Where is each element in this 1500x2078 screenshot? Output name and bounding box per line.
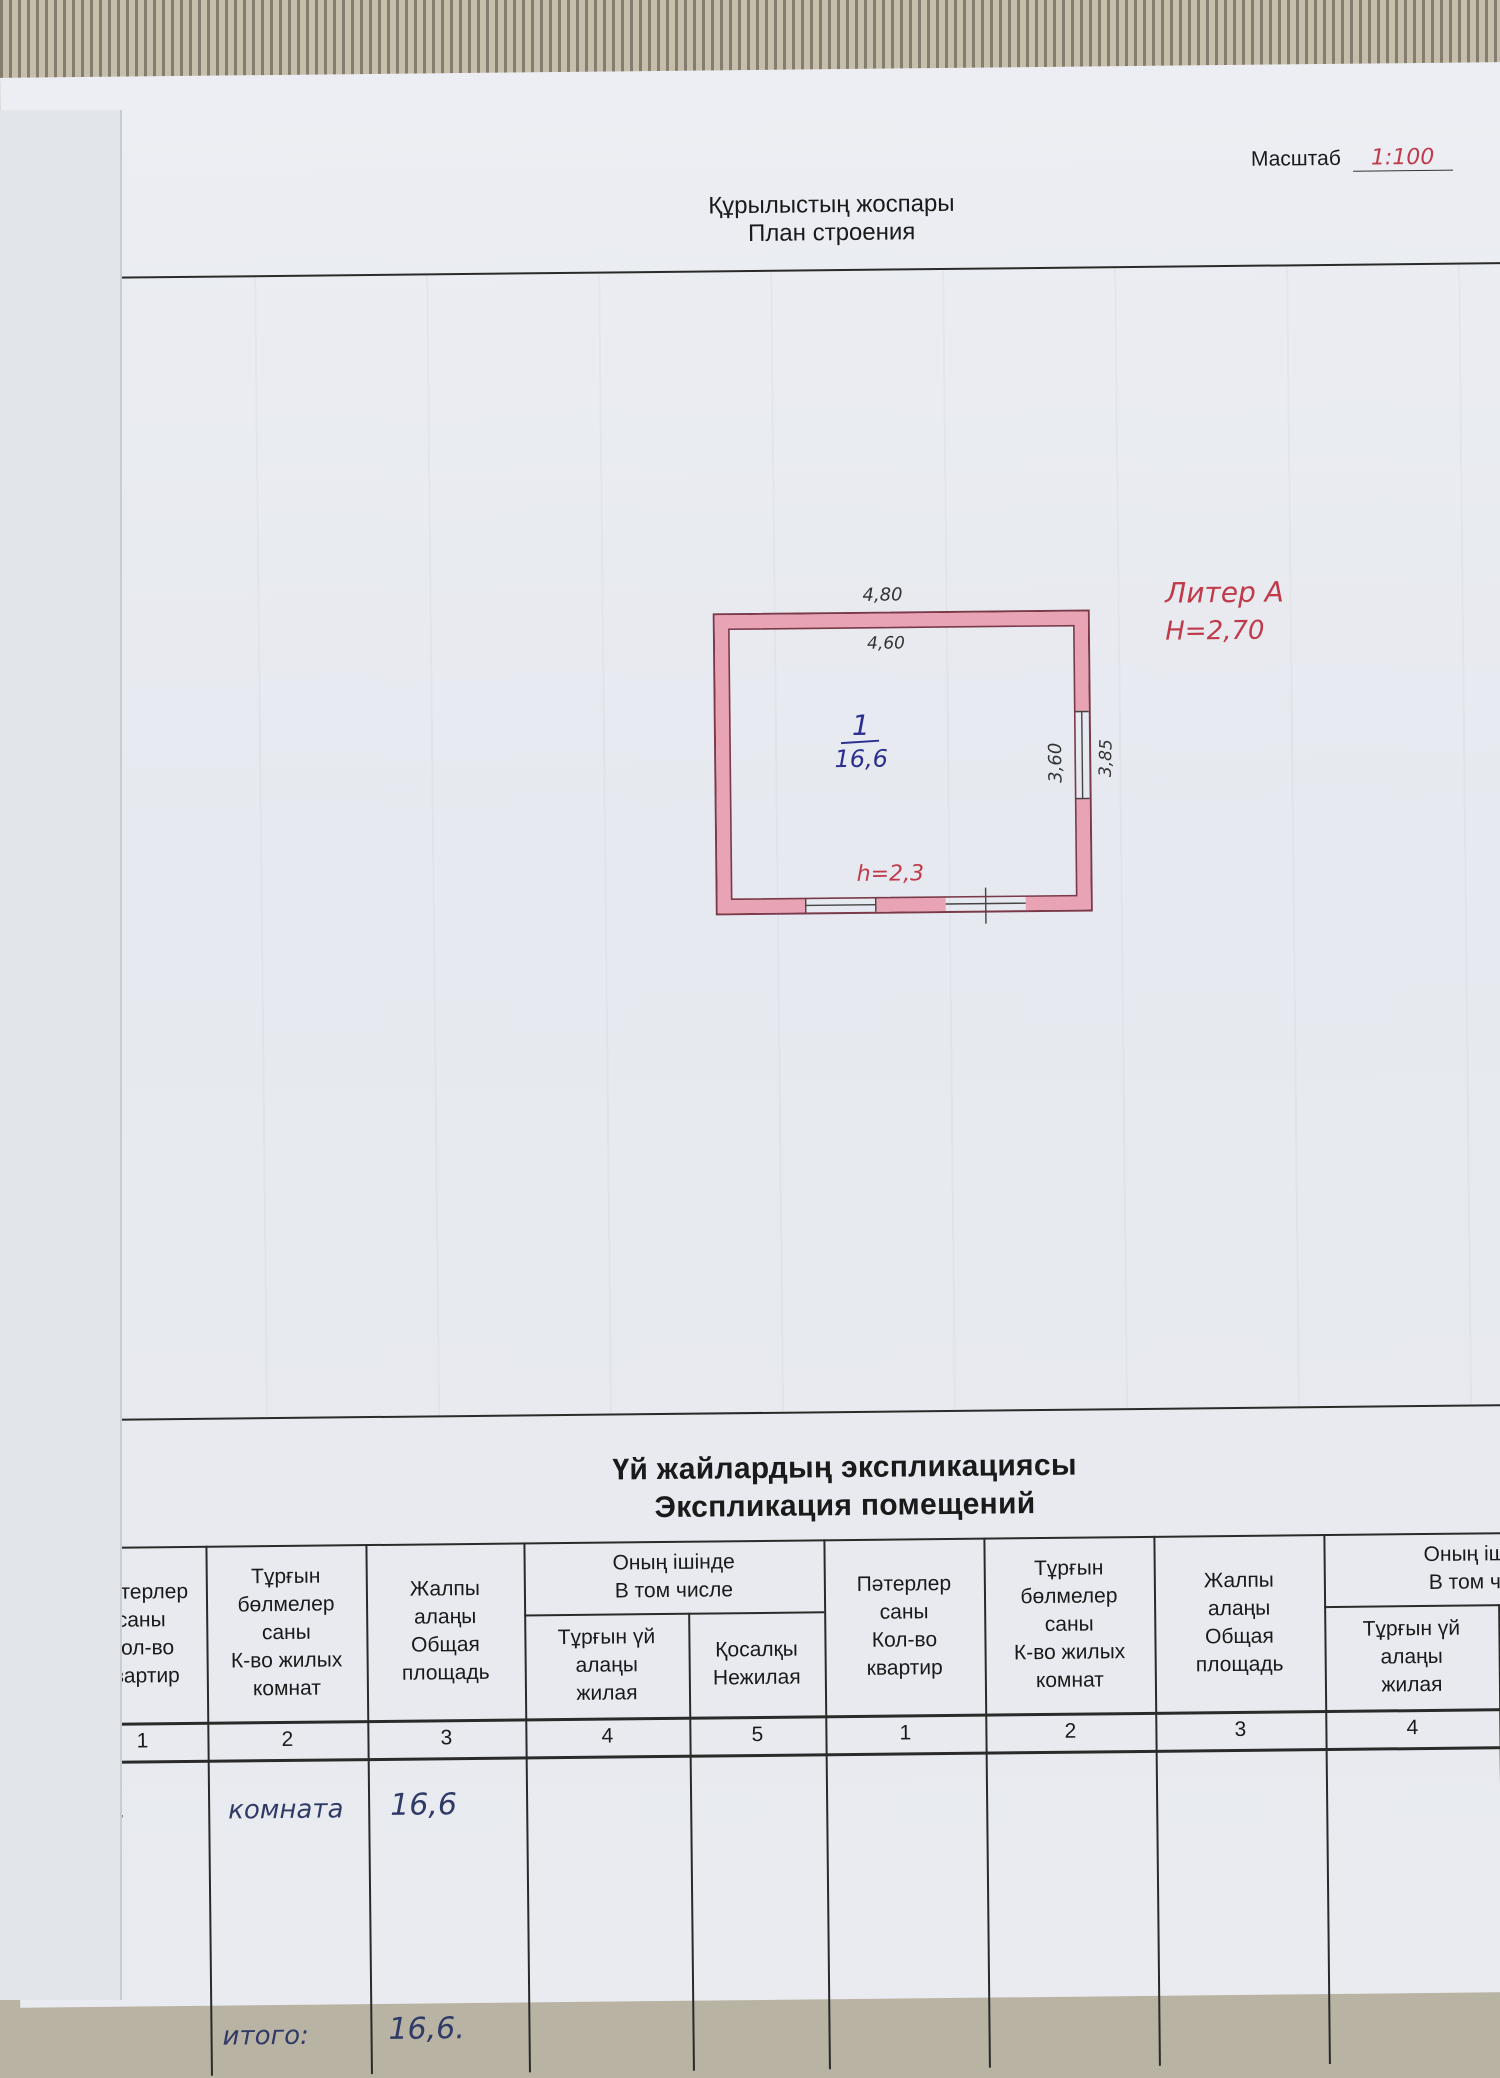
- header-apartments-count-2: Пәтерлер саны Кол-во квартир: [823, 1538, 985, 1716]
- header-text: алаңы: [558, 1651, 656, 1680]
- header-text: В том числе: [613, 1576, 735, 1605]
- header-text: Общая: [401, 1631, 489, 1660]
- header-text: Нежилая: [713, 1664, 801, 1693]
- header-text: К-во жилых: [231, 1646, 343, 1675]
- header-text: бөлмелер: [230, 1590, 342, 1619]
- scale-label: Масштаб: [1251, 147, 1341, 171]
- header-including: Оның ішінде В том числе: [523, 1539, 824, 1614]
- header-text: комнат: [231, 1674, 343, 1703]
- column-number: 4: [525, 1717, 689, 1757]
- header-total-area-2: Жалпы алаңы Общая площадь: [1153, 1534, 1325, 1712]
- liter-label: Литер А: [1164, 575, 1284, 609]
- header-text: К-во жилых: [1014, 1638, 1126, 1667]
- wall-fill-right-lower: [1076, 798, 1091, 909]
- inner-right-dimension: 3,60: [1045, 743, 1066, 783]
- header-text: Жалпы: [1195, 1567, 1283, 1596]
- row-total-area: 16,6: [390, 1787, 457, 1823]
- scale-row: Масштаб 1:100: [1251, 145, 1453, 173]
- header-text: Тұрғын үй: [558, 1623, 656, 1652]
- plan-title: Құрылыстың жоспары План строения: [561, 188, 1102, 250]
- floor-plan-drawing: 4,80 4,60 1 16,6 3,60 3,85 h=2,3 Литер А…: [84, 264, 1500, 1419]
- header-text: Оның ішінде: [612, 1548, 734, 1577]
- explication-title-kz: Үй жайлардың экспликациясы: [574, 1446, 1114, 1490]
- header-text: жилая: [558, 1679, 656, 1708]
- wall-fill-right-upper: [1074, 611, 1089, 711]
- header-text: алаңы: [1363, 1643, 1461, 1672]
- explication-title: Үй жайлардың экспликациясы Экспликация п…: [574, 1446, 1115, 1528]
- inner-height-label: h=2,3: [857, 861, 925, 887]
- document-sheet: Масштаб 1:100 Құрылыстың жоспары План ст…: [0, 62, 1500, 2008]
- column-number: 3: [1155, 1710, 1325, 1750]
- inner-wall: [729, 626, 1077, 900]
- header-text: квартир: [857, 1654, 952, 1683]
- total-area: 16,6.: [388, 2011, 465, 2047]
- column-number: 3: [367, 1718, 525, 1758]
- column-number: 2: [207, 1720, 367, 1760]
- wall-fill-bottom-mid: [876, 897, 946, 912]
- header-living-rooms-count-2: Тұрғын бөлмелер саны К-во жилых комнат: [983, 1536, 1155, 1714]
- header-text: саны: [231, 1618, 343, 1647]
- plan-frame: 4,80 4,60 1 16,6 3,60 3,85 h=2,3 Литер А…: [82, 262, 1500, 1421]
- plan-title-ru: План строения: [562, 216, 1102, 250]
- header-text: бөлмелер: [1013, 1582, 1125, 1611]
- room-area: 16,6: [834, 745, 888, 774]
- header-text: Тұрғын: [1013, 1554, 1125, 1583]
- room-number: 1: [852, 709, 870, 742]
- header-text: Пәтерлер: [857, 1570, 952, 1599]
- header-living-rooms-count: Тұрғын бөлмелер саны К-во жилых комнат: [205, 1544, 367, 1722]
- scale-value: 1:100: [1353, 145, 1453, 172]
- header-text: площадь: [402, 1659, 490, 1688]
- window-bottom: [806, 898, 876, 913]
- explication-table: Пәтерлер саны Кол-во квартир Тұрғын бөлм…: [75, 1532, 1500, 2077]
- header-text: алаңы: [401, 1603, 489, 1632]
- header-text: Тұрғын үй: [1363, 1615, 1461, 1644]
- header-total-area: Жалпы алаңы Общая площадь: [365, 1542, 525, 1720]
- adjacent-page-edge: [0, 110, 122, 2000]
- column-number: 5: [689, 1715, 825, 1754]
- column-number: 2: [985, 1712, 1155, 1752]
- header-text: комнат: [1014, 1666, 1126, 1695]
- wall-fill-bottom-right: [1026, 895, 1091, 910]
- window-right: [1075, 711, 1090, 798]
- header-text: Оның іш: [1423, 1540, 1500, 1569]
- outer-right-dimension: 3,85: [1096, 739, 1117, 777]
- outer-top-dimension: 4,80: [862, 584, 902, 605]
- header-non-living-area: Қосалқы Нежилая: [688, 1611, 825, 1716]
- column-number: 4: [1325, 1708, 1499, 1748]
- header-text: Тұрғын: [230, 1562, 342, 1591]
- header-text: Жалпы: [401, 1575, 489, 1604]
- header-text: В том ч: [1424, 1568, 1500, 1597]
- liter-height-label: H=2,70: [1165, 616, 1265, 647]
- total-label: итого:: [222, 2021, 309, 2052]
- header-text: алаңы: [1195, 1595, 1283, 1624]
- inner-top-dimension: 4,60: [867, 633, 905, 653]
- header-living-area: Тұрғын үй алаңы жилая: [524, 1613, 689, 1719]
- header-text: Кол-во: [857, 1626, 952, 1655]
- header-including-2: Оның іш В том ч: [1323, 1532, 1500, 1606]
- header-text: Қосалқы: [713, 1636, 801, 1665]
- header-text: площадь: [1196, 1651, 1284, 1680]
- explication-title-ru: Экспликация помещений: [575, 1484, 1115, 1528]
- header-text: Общая: [1195, 1623, 1283, 1652]
- door-bottom: [946, 887, 1026, 924]
- header-text: саны: [857, 1598, 952, 1627]
- header-text: жилая: [1363, 1671, 1461, 1700]
- header-living-area-2: Тұрғын үй алаңы жилая: [1324, 1604, 1499, 1710]
- row-room-type: комната: [228, 1794, 344, 1825]
- column-number: 1: [825, 1714, 985, 1754]
- header-text: саны: [1013, 1610, 1125, 1639]
- wall-fill-bottom-left: [718, 898, 806, 913]
